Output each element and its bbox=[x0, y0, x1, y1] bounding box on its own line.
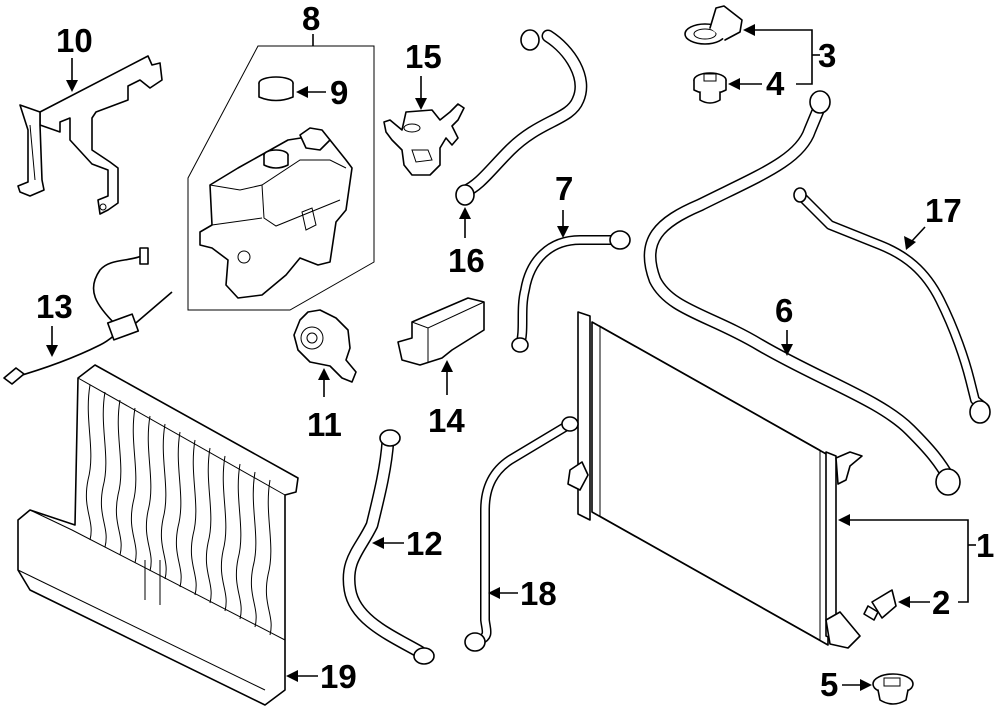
callout-label-8: 8 bbox=[302, 0, 320, 37]
callout-11: 11 bbox=[307, 368, 342, 443]
part-2-drain-plug[interactable] bbox=[863, 589, 897, 621]
part-12-overflow-hose[interactable] bbox=[342, 429, 435, 665]
part-13-wiring-harness[interactable] bbox=[3, 247, 173, 385]
callout-label-4: 4 bbox=[766, 65, 785, 102]
callout-label-16: 16 bbox=[448, 242, 485, 279]
callout-14: 14 bbox=[428, 360, 465, 439]
callout-label-18: 18 bbox=[520, 575, 557, 612]
part-3-mount-bracket[interactable] bbox=[684, 5, 743, 45]
shutter-vanes bbox=[85, 384, 272, 636]
callout-18: 18 bbox=[488, 575, 557, 612]
part-5-lower-insulator[interactable] bbox=[872, 673, 914, 705]
part-19-active-grille-shutter[interactable] bbox=[17, 364, 299, 706]
callout-5: 5 bbox=[820, 666, 872, 703]
part-11-auxiliary-water-pump[interactable] bbox=[293, 309, 357, 383]
part-15-thermostat-housing[interactable] bbox=[383, 103, 465, 176]
callout-9: 9 bbox=[296, 74, 348, 111]
part-6-lower-radiator-hose[interactable] bbox=[643, 90, 961, 496]
callout-label-1: 1 bbox=[976, 527, 994, 564]
callout-label-12: 12 bbox=[406, 525, 443, 562]
part-10-bracket[interactable] bbox=[17, 55, 163, 215]
callout-label-9: 9 bbox=[330, 74, 348, 111]
callout-6: 6 bbox=[775, 292, 793, 356]
part-9-reservoir-cap[interactable] bbox=[258, 76, 294, 102]
callout-19: 19 bbox=[286, 658, 357, 695]
callout-label-2: 2 bbox=[932, 584, 950, 621]
callout-12: 12 bbox=[372, 525, 443, 562]
part-17-upper-radiator-hose[interactable] bbox=[793, 187, 991, 424]
part-18-heater-hose[interactable] bbox=[464, 416, 579, 652]
callout-8: 8 bbox=[302, 0, 320, 37]
part-4-mount-insulator[interactable] bbox=[693, 72, 727, 104]
callout-16: 16 bbox=[448, 207, 485, 279]
part-16-reservoir-hose[interactable] bbox=[455, 29, 588, 206]
callout-label-15: 15 bbox=[405, 38, 442, 75]
part-8-reservoir-box bbox=[187, 34, 375, 311]
callout-7: 7 bbox=[555, 170, 573, 238]
callout-10: 10 bbox=[56, 22, 93, 92]
callout-17: 17 bbox=[904, 192, 962, 250]
part-1-radiator[interactable] bbox=[567, 311, 863, 649]
callout-15: 15 bbox=[405, 38, 442, 110]
callout-label-6: 6 bbox=[775, 292, 793, 329]
callout-13: 13 bbox=[36, 288, 73, 357]
part-14-control-module[interactable] bbox=[397, 297, 485, 366]
callout-label-19: 19 bbox=[320, 658, 357, 695]
callout-label-5: 5 bbox=[820, 666, 838, 703]
part-8-reservoir-tank[interactable] bbox=[199, 127, 353, 299]
callout-label-17: 17 bbox=[925, 192, 962, 229]
callout-1-2: 1 2 bbox=[838, 514, 994, 621]
callout-label-10: 10 bbox=[56, 22, 93, 59]
callout-label-13: 13 bbox=[36, 288, 73, 325]
callout-label-7: 7 bbox=[555, 170, 573, 207]
callout-label-3: 3 bbox=[818, 37, 836, 74]
callout-label-11: 11 bbox=[307, 406, 342, 443]
callout-label-14: 14 bbox=[428, 402, 465, 439]
part-7-bypass-hose[interactable] bbox=[511, 230, 631, 353]
callout-3-4: 3 4 bbox=[728, 24, 836, 102]
